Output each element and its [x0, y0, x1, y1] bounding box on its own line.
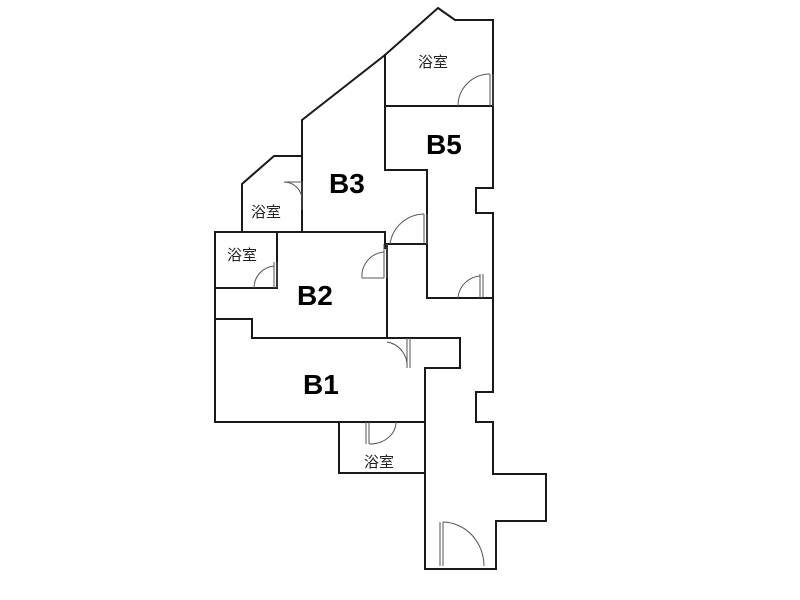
- outer-wall: [214, 6, 547, 570]
- room-labels: B5 B3 B2 B1 浴室 浴室 浴室 浴室: [227, 53, 462, 471]
- door-bottom-bath: [365, 421, 397, 445]
- door-left-bath-lower: [253, 262, 278, 289]
- door-b5: [457, 274, 484, 299]
- walls: [214, 6, 547, 570]
- room-label-bath-top: 浴室: [418, 53, 448, 71]
- wall-b3-bottom: [241, 231, 386, 249]
- room-label-bath-left-lower: 浴室: [227, 246, 257, 264]
- door-b2: [361, 244, 388, 279]
- door-b3: [389, 213, 428, 245]
- room-label-b3: B3: [329, 168, 365, 199]
- room-label-bath-bottom: 浴室: [364, 453, 394, 471]
- room-label-b1: B1: [303, 369, 339, 400]
- door-top-bath: [457, 73, 494, 107]
- wall-b1-top: [214, 318, 461, 423]
- room-label-b2: B2: [297, 280, 333, 311]
- doors: [253, 73, 494, 567]
- door-b1: [386, 338, 411, 369]
- door-left-bath-upper: [283, 181, 303, 210]
- wall-bottom-bath: [338, 421, 426, 474]
- door-entrance: [439, 521, 485, 567]
- room-label-bath-left-upper: 浴室: [251, 203, 281, 221]
- room-label-b5: B5: [426, 129, 462, 160]
